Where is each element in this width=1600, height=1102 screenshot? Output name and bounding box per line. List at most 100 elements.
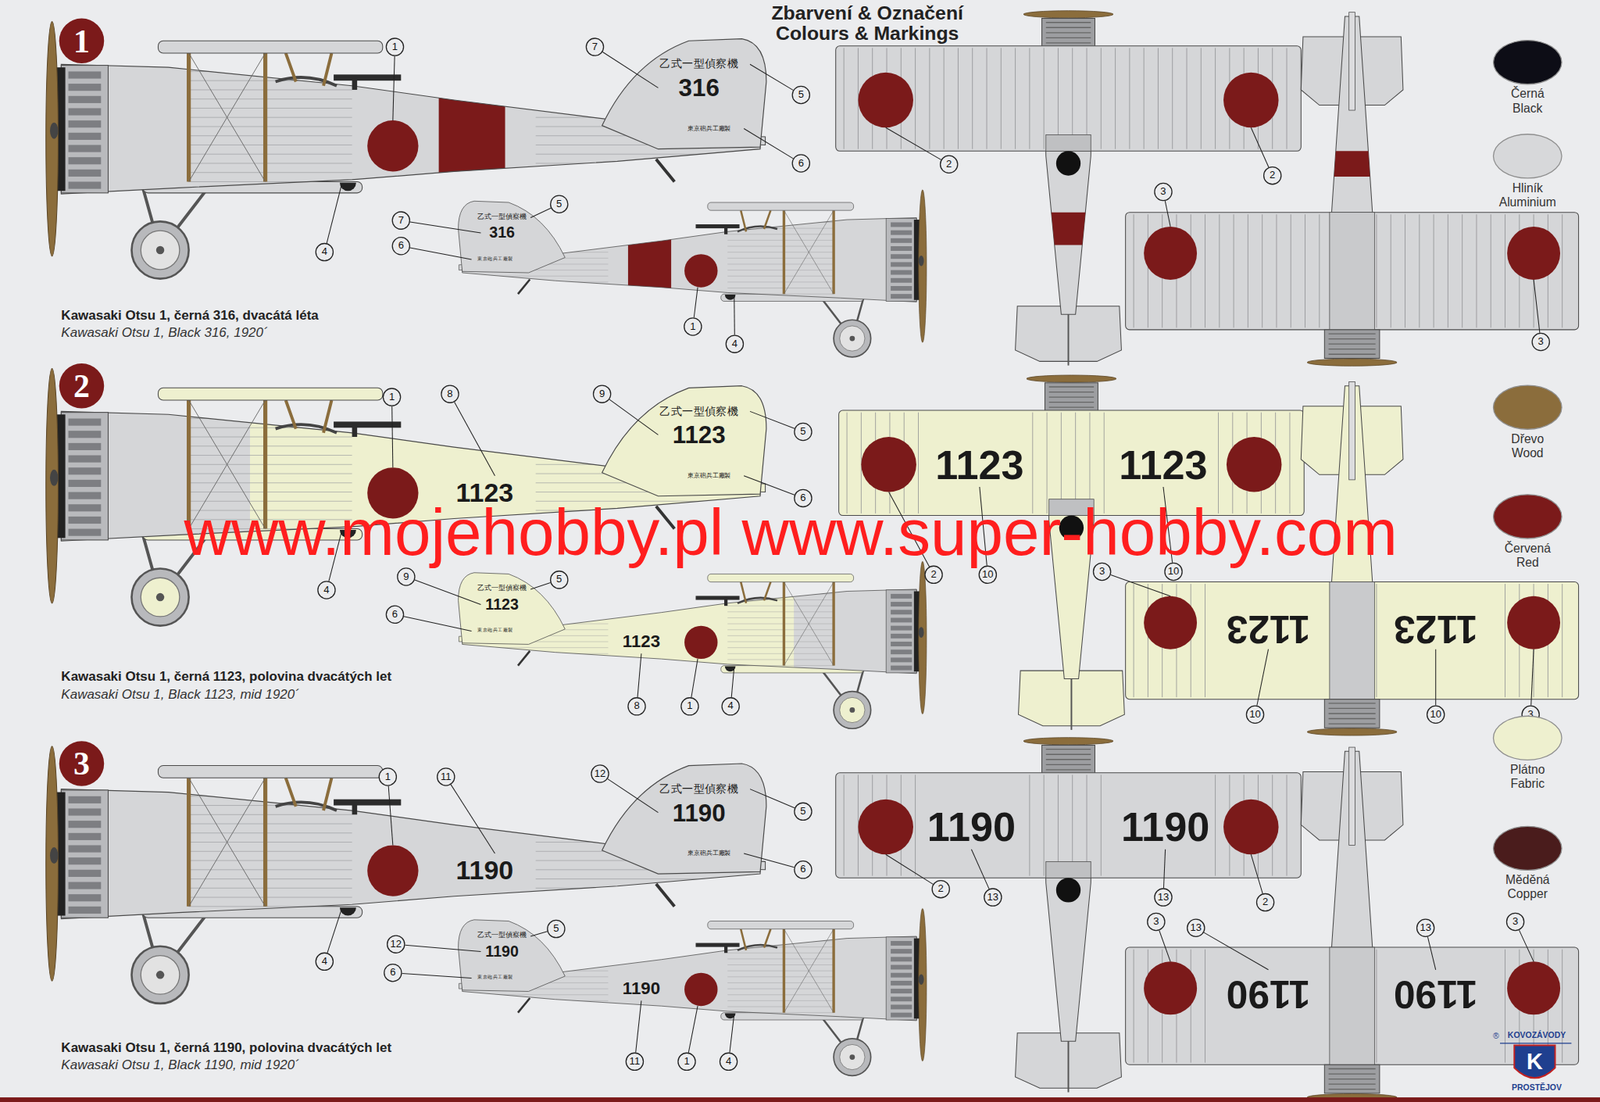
rudder <box>602 763 767 874</box>
engine-cylinder <box>68 893 102 901</box>
fuselage-number: 1190 <box>622 979 661 998</box>
callout-circle <box>1532 332 1550 350</box>
stringer-line <box>727 1000 834 1001</box>
stringer-line <box>727 239 834 241</box>
legend-item: Hliník Aluminium <box>1486 133 1568 210</box>
cabane-strut <box>323 777 332 811</box>
wheel-tyre <box>131 221 189 279</box>
stringer-line <box>462 664 609 666</box>
wing-rib <box>1043 47 1045 149</box>
colour-name: Měděná Copper <box>1496 873 1560 902</box>
engine-cylinder <box>1328 1082 1376 1084</box>
leader-line <box>885 853 934 884</box>
wing-rib <box>1028 774 1030 875</box>
heading: Colours & Markings <box>775 23 959 44</box>
cabane-strut <box>740 582 747 604</box>
wheel-disc <box>140 577 180 617</box>
wing-rib <box>1043 774 1045 875</box>
legend-item: Červená Red <box>1486 493 1568 570</box>
stringer-line <box>535 887 761 889</box>
engine-cowling <box>1324 699 1380 729</box>
stringer-line <box>189 814 353 815</box>
wheel-disc <box>839 1043 865 1069</box>
callout-circle <box>719 1052 737 1070</box>
stringer-line <box>727 975 834 977</box>
callout-circle <box>437 767 455 786</box>
callout-circle <box>384 964 402 982</box>
engine-cylinder <box>1046 32 1091 33</box>
leader-line <box>971 849 990 890</box>
cockpit-rim <box>737 225 778 232</box>
engine-cylinder <box>890 625 912 631</box>
variant-number: 3 <box>73 746 90 780</box>
stringer-line <box>727 1017 834 1019</box>
centre-section <box>1046 134 1091 151</box>
stringer-line <box>189 850 353 852</box>
engine-cylinder <box>1328 348 1376 350</box>
centre-section <box>1046 860 1091 878</box>
gun-mount <box>724 227 728 234</box>
bracing-wire <box>783 210 834 294</box>
callout-circle <box>315 952 333 970</box>
wheel-hub <box>849 335 855 342</box>
hinomaru <box>367 844 418 896</box>
engine-cylinder <box>890 278 912 283</box>
leader-line <box>450 784 495 854</box>
engine-cylinder <box>68 157 102 165</box>
cabane-strut <box>285 53 297 83</box>
propeller <box>918 907 927 1061</box>
tail-skid <box>517 997 530 1013</box>
wing-rib <box>1071 774 1073 875</box>
bracing-wire <box>783 582 834 666</box>
gun-mount <box>724 599 728 606</box>
leader-line <box>1435 649 1436 706</box>
leader-line <box>326 183 342 243</box>
callout-number: 1 <box>689 321 696 333</box>
wing-rib <box>1190 214 1192 328</box>
wing-rib <box>1561 583 1563 697</box>
engine-cylinder <box>890 1012 912 1018</box>
centre-section <box>1329 946 1375 1065</box>
engine-cylinder <box>1046 37 1091 39</box>
leader-line <box>691 658 698 697</box>
engine-cylinder <box>1046 748 1091 750</box>
callout-number: 1 <box>392 41 398 53</box>
callout-circle <box>392 237 410 255</box>
upper-wing <box>707 573 854 582</box>
leader-line <box>403 616 472 632</box>
callout-number: 2 <box>1269 170 1275 182</box>
leader-line <box>530 207 551 218</box>
cockpit-rim <box>275 801 337 811</box>
engine-cylinder <box>1049 406 1094 408</box>
engine-cylinder <box>1049 391 1094 393</box>
engine-cylinder <box>1049 401 1094 403</box>
callout-circle <box>932 880 950 898</box>
stringer-line <box>189 473 353 475</box>
engine-cylinder <box>68 418 102 426</box>
engine-cylinder <box>1328 1067 1376 1069</box>
bracing-wire <box>189 777 266 907</box>
leader-line <box>750 410 795 429</box>
cockpit-rim <box>737 597 778 604</box>
propeller-hub <box>50 846 58 864</box>
callout-number: 4 <box>321 246 328 258</box>
callout-number: 8 <box>446 388 453 400</box>
callout-number: 9 <box>599 388 605 400</box>
wing-rib <box>1100 47 1102 149</box>
wing-rib <box>1261 214 1263 328</box>
tail-skid <box>517 650 530 666</box>
engine-cylinder <box>890 972 912 978</box>
tail-number: 1123 <box>672 421 726 448</box>
callout-number: 10 <box>1249 708 1261 720</box>
engine-cylinder <box>68 96 102 104</box>
leader-line <box>1159 929 1171 961</box>
engine-cylinder <box>890 593 912 599</box>
tail-inscription: 乙式一型偵察機 <box>659 405 739 418</box>
hinomaru <box>684 253 718 287</box>
caption: Kawasaki Otsu 1, Black 316, 1920´ <box>60 325 268 340</box>
wing-rib <box>1375 949 1377 1063</box>
wheel-disc <box>839 325 865 351</box>
stringer-line <box>727 299 834 300</box>
stringer-line <box>189 107 353 109</box>
